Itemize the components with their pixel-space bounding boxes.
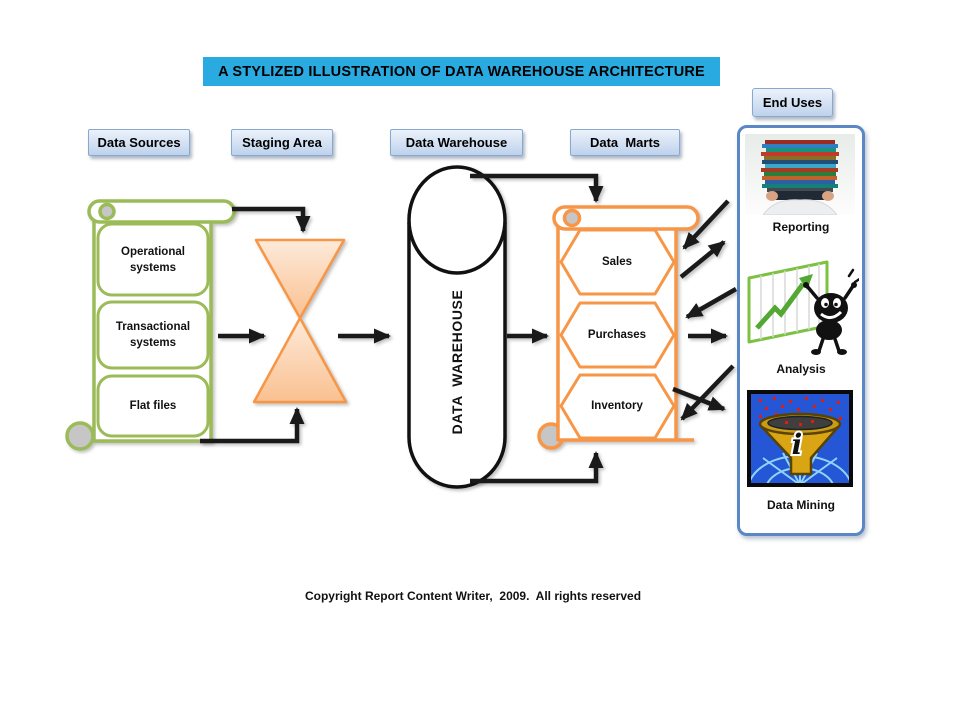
- left-hand-icon: [766, 191, 778, 201]
- funnel-icon: i: [758, 412, 842, 476]
- arrow-analysis-to-marts: [685, 287, 738, 319]
- arrow-sources-top-to-staging: [232, 206, 311, 233]
- growth-arrow-icon: [755, 282, 806, 330]
- scroll-bottom-curl-icon: [65, 421, 95, 451]
- mart-hexagon-purchases: [559, 301, 676, 369]
- source-label-flat-files: Flat files: [129, 399, 177, 412]
- mart-label-purchases: Purchases: [587, 328, 647, 341]
- source-box-transactional: [96, 300, 210, 370]
- data-mining-image: i: [747, 390, 853, 487]
- info-letter-icon: i: [792, 428, 803, 461]
- staging-hourglass-shape: [252, 238, 348, 404]
- celebrating-character-icon: [803, 268, 859, 355]
- reporting-image: [745, 134, 855, 215]
- stage-label-data-sources: Data Sources: [88, 129, 190, 156]
- arrow-warehouse-top-to-marts: [470, 173, 604, 203]
- binder-stack-icon: [761, 140, 839, 192]
- mart-hexagon-inventory: [559, 373, 676, 440]
- data-sources-scroll-shape: [65, 199, 236, 451]
- scroll-top-curl-icon: [562, 208, 582, 228]
- source-label-operational-systems: Operational systems: [121, 245, 185, 274]
- carried-laptop-icon: [775, 191, 825, 200]
- arrow-warehouse-bottom-to-marts: [470, 451, 604, 484]
- right-hand-icon: [822, 191, 834, 201]
- arrow-marts-to-reporting: [679, 240, 726, 279]
- arrow-reporting-to-marts: [682, 199, 730, 250]
- mart-label-sales: Sales: [601, 255, 633, 268]
- scroll-top-curl-icon: [98, 202, 116, 221]
- flow-arrows: [200, 173, 738, 484]
- end-use-label-analysis: Analysis: [776, 362, 826, 376]
- arrow-mining-to-marts: [680, 364, 735, 421]
- person-shoulders-icon: [762, 199, 838, 215]
- stage-label-end-uses: End Uses: [752, 88, 833, 117]
- arrow-sources-bottom-to-staging: [200, 407, 305, 444]
- mart-hexagon-sales: [559, 228, 676, 296]
- data-marts-scroll-shape: [537, 205, 700, 450]
- arrow-marts-to-mining: [672, 386, 726, 412]
- image-border: [747, 390, 853, 487]
- source-box-flat-files: [96, 374, 210, 438]
- mart-label-inventory: Inventory: [591, 399, 643, 412]
- stage-label-staging-area: Staging Area: [231, 129, 333, 156]
- analysis-image: [747, 260, 859, 355]
- copyright-text: Copyright Report Content Writer, 2009. A…: [304, 589, 642, 603]
- page-title: A STYLIZED ILLUSTRATION OF DATA WAREHOUS…: [203, 57, 720, 86]
- warehouse-label: DATA WAREHOUSE: [449, 290, 465, 435]
- warehouse-cylinder-shape: DATA WAREHOUSE: [407, 165, 507, 489]
- end-use-label-data-mining: Data Mining: [767, 498, 835, 512]
- end-uses-panel: Reporting Analysis: [737, 125, 865, 536]
- stage-label-data-warehouse: Data Warehouse: [390, 129, 523, 156]
- end-use-label-reporting: Reporting: [772, 220, 830, 234]
- source-label-transactional-systems: Transactional systems: [115, 320, 191, 349]
- stage-label-data-marts: Data Marts: [570, 129, 680, 156]
- source-box-operational: [96, 222, 210, 297]
